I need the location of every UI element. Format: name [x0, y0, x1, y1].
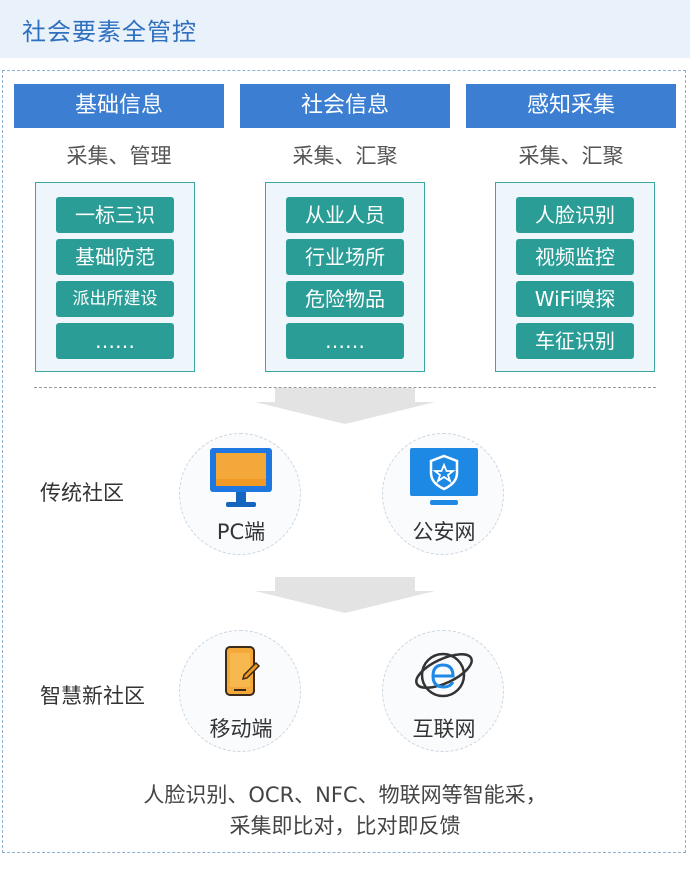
footer-text-line-2: 采集即比对，比对即反馈: [229, 814, 461, 838]
item-chip: 危险物品: [286, 281, 404, 317]
police-shield-monitor-icon: [410, 448, 478, 505]
column-header: 基础信息: [14, 84, 224, 128]
node-label: 公安网: [412, 520, 476, 544]
item-chip: 车征识别: [516, 323, 634, 359]
node-internet: 互联网: [382, 630, 504, 752]
row-label-traditional: 传统社区: [40, 481, 124, 505]
row-label-smart: 智慧新社区: [40, 684, 145, 708]
column-social-info: 社会信息 采集、汇聚: [240, 84, 450, 170]
item-box: 一标三识 基础防范 派出所建设 ……: [35, 182, 195, 372]
internet-explorer-icon: [415, 652, 473, 698]
item-box: 从业人员 行业场所 危险物品 ……: [265, 182, 425, 372]
item-chip: 派出所建设: [56, 281, 174, 317]
down-arrow: [255, 388, 435, 424]
item-chip: ……: [286, 323, 404, 359]
diagram-frame: [2, 70, 686, 853]
node-police-net: 公安网: [382, 433, 504, 555]
item-box: 人脸识别 视频监控 WiFi嗅探 车征识别: [495, 182, 655, 372]
item-chip: 人脸识别: [516, 197, 634, 233]
item-chip: ……: [56, 323, 174, 359]
column-perception: 感知采集 采集、汇聚: [466, 84, 676, 170]
column-basic-info: 基础信息 采集、管理: [14, 84, 224, 170]
item-chip: 基础防范: [56, 239, 174, 275]
node-mobile: 移动端: [179, 630, 301, 752]
item-chip: 视频监控: [516, 239, 634, 275]
item-chip: WiFi嗅探: [516, 281, 634, 317]
down-arrow: [255, 577, 435, 613]
column-subtitle: 采集、管理: [66, 144, 172, 168]
node-pc: PC端: [179, 433, 301, 555]
node-label: 互联网: [412, 717, 476, 741]
title-bar: 社会要素全管控: [0, 0, 690, 58]
item-chip: 一标三识: [56, 197, 174, 233]
item-chip: 从业人员: [286, 197, 404, 233]
footer-text-line-1: 人脸识别、OCR、NFC、物联网等智能采，: [143, 783, 547, 807]
node-label: 移动端: [209, 717, 273, 741]
column-subtitle: 采集、汇聚: [518, 144, 624, 168]
page-title: 社会要素全管控: [22, 18, 197, 46]
item-chip: 行业场所: [286, 239, 404, 275]
node-label: PC端: [216, 520, 266, 544]
column-header: 感知采集: [466, 84, 676, 128]
column-subtitle: 采集、汇聚: [292, 144, 398, 168]
mobile-phone-icon: [225, 646, 261, 696]
monitor-icon: [210, 448, 272, 507]
dashed-divider: [34, 387, 656, 388]
column-header: 社会信息: [240, 84, 450, 128]
